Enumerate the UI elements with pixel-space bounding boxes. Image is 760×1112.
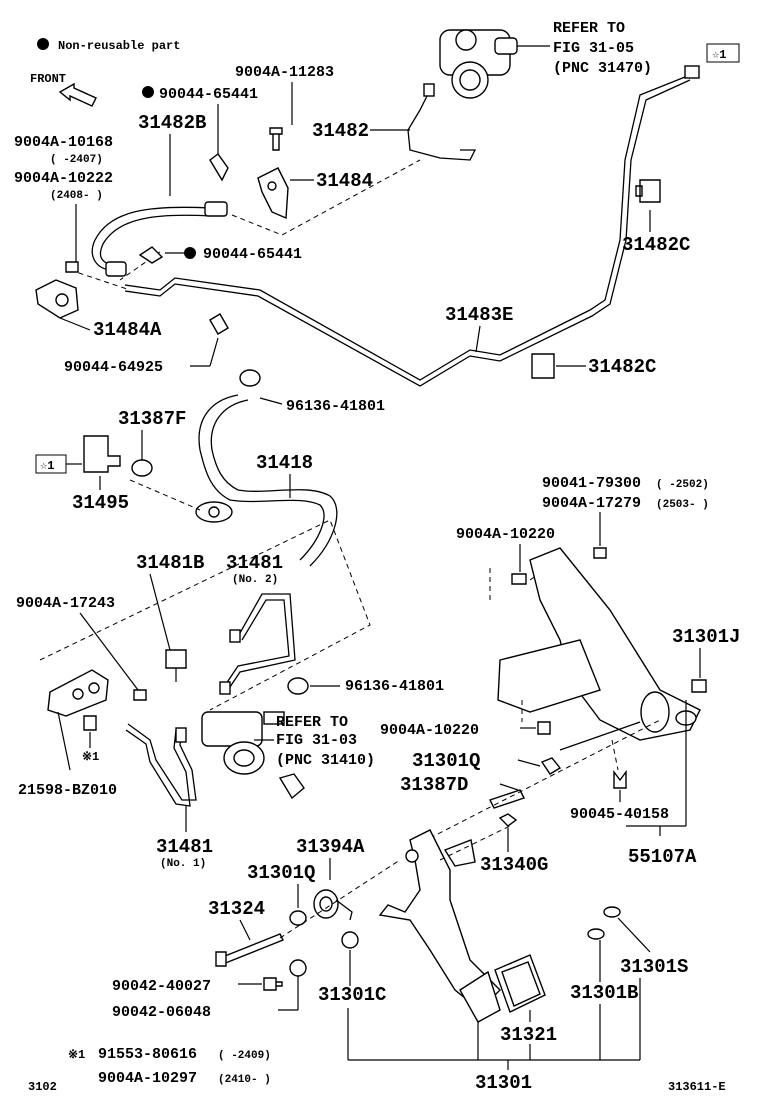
label-9004A-11283: 9004A-11283: [235, 64, 334, 81]
label-31301Q-b: 31301Q: [247, 862, 315, 884]
label-31418: 31418: [256, 452, 313, 474]
label-31482B: 31482B: [138, 112, 206, 134]
label-31495: 31495: [72, 492, 129, 514]
star-box-top: [706, 43, 740, 63]
label-31301S: 31301S: [620, 956, 688, 978]
pedal-bracket-55107A-part: [497, 547, 701, 751]
label-31484: 31484: [316, 170, 373, 192]
label-90041-79300-range: ( -2502): [656, 479, 709, 491]
label-90044-64925: 90044-64925: [64, 359, 163, 376]
label-31340G: 31340G: [480, 854, 548, 876]
label-9004A-10220-a: 9004A-10220: [456, 526, 555, 543]
label-9004A-10168: 9004A-10168: [14, 134, 113, 151]
note-mark: ※1: [82, 750, 99, 764]
label-31301Q-a: 31301Q: [412, 750, 480, 772]
footnote-mark: ※1: [68, 1048, 85, 1062]
footnote-line1-range: ( -2409): [218, 1050, 271, 1062]
label-31481-no2: 31481: [226, 552, 283, 574]
bracket-31481B-part: [165, 649, 187, 669]
label-9004A-17279: 9004A-17279: [542, 495, 641, 512]
label-21598-BZ010: 21598-BZ010: [18, 782, 117, 799]
label-31394A: 31394A: [296, 836, 365, 858]
footnote-line1-part: 91553-80616: [98, 1046, 197, 1063]
label-90045-40158: 90045-40158: [570, 806, 669, 823]
footer-right: 313611-E: [668, 1080, 726, 1094]
label-31482C-a: 31482C: [622, 234, 690, 256]
label-9004A-17279-range: (2503- ): [656, 499, 709, 511]
bracket-31484-part: [257, 167, 289, 220]
star-mark-top: ☆1: [712, 48, 726, 62]
label-31481-no2-sub: (No. 2): [232, 574, 278, 586]
label-31483E: 31483E: [445, 304, 513, 326]
non-reusable-bullet-icon: [142, 86, 154, 98]
label-31301J: 31301J: [672, 626, 740, 648]
label-96136-41801-b: 96136-41801: [345, 678, 444, 695]
front-label: FRONT: [30, 72, 66, 86]
refer-top-line1: REFER TO: [553, 20, 625, 37]
non-reusable-bullet-icon: [184, 247, 196, 259]
label-9004A-10222-range: (2408- ): [50, 190, 103, 202]
label-31387D: 31387D: [400, 774, 468, 796]
label-90042-40027: 90042-40027: [112, 978, 211, 995]
footer-left: 3102: [28, 1080, 57, 1094]
label-31301C: 31301C: [318, 984, 386, 1006]
legend-non-reusable: Non-reusable part: [58, 39, 180, 53]
stopper-31301S-part: [603, 906, 621, 918]
footnote-line2-range: (2410- ): [218, 1074, 271, 1086]
label-31481-no1-sub: (No. 1): [160, 858, 206, 870]
footnote-line2-part: 9004A-10297: [98, 1070, 197, 1087]
non-reusable-bullet-icon: [37, 38, 49, 50]
clutch-cylinder-part: [201, 711, 305, 800]
star-mark-left: ☆1: [40, 459, 54, 473]
label-9004A-10168-range: ( -2407): [50, 154, 103, 166]
label-31321: 31321: [500, 1024, 557, 1046]
bolt-31324-part: [219, 933, 284, 965]
refer-mid-line3: (PNC 31410): [276, 752, 375, 769]
label-31481-no1: 31481: [156, 836, 213, 858]
label-31301B: 31301B: [570, 982, 638, 1004]
label-31301: 31301: [475, 1072, 532, 1094]
label-9004A-17243: 9004A-17243: [16, 595, 115, 612]
spring-part: [313, 889, 353, 921]
clip-31482C-part: [635, 179, 661, 203]
refer-top-line2: FIG 31-05: [553, 40, 634, 57]
label-31481B: 31481B: [136, 552, 204, 574]
master-cylinder-part: [439, 29, 518, 99]
label-9004A-10222: 9004A-10222: [14, 170, 113, 187]
pedal-pad-31321-part: [494, 954, 546, 1013]
label-90041-79300: 90041-79300: [542, 475, 641, 492]
label-90044-65441-a: 90044-65441: [159, 86, 258, 103]
label-31387F: 31387F: [118, 408, 186, 430]
label-90044-65441-b: 90044-65441: [203, 246, 302, 263]
label-9004A-10220-b: 9004A-10220: [380, 722, 479, 739]
refer-mid-line1: REFER TO: [276, 714, 348, 731]
label-55107A: 55107A: [628, 846, 697, 868]
refer-top-line3: (PNC 31470): [553, 60, 652, 77]
label-90042-06048: 90042-06048: [112, 1004, 211, 1021]
reservoir-fitting-31495-part: [83, 435, 121, 473]
label-31324: 31324: [208, 898, 265, 920]
label-31482C-b: 31482C: [588, 356, 656, 378]
refer-mid-line2: FIG 31-03: [276, 732, 357, 749]
stopper-31301B-part: [587, 928, 605, 940]
front-arrow-icon: [58, 82, 97, 107]
label-31482: 31482: [312, 120, 369, 142]
clip-31482C-part: [531, 353, 555, 379]
bolt-icon: [269, 127, 283, 151]
label-31484A: 31484A: [93, 319, 162, 341]
label-96136-41801-a: 96136-41801: [286, 398, 385, 415]
